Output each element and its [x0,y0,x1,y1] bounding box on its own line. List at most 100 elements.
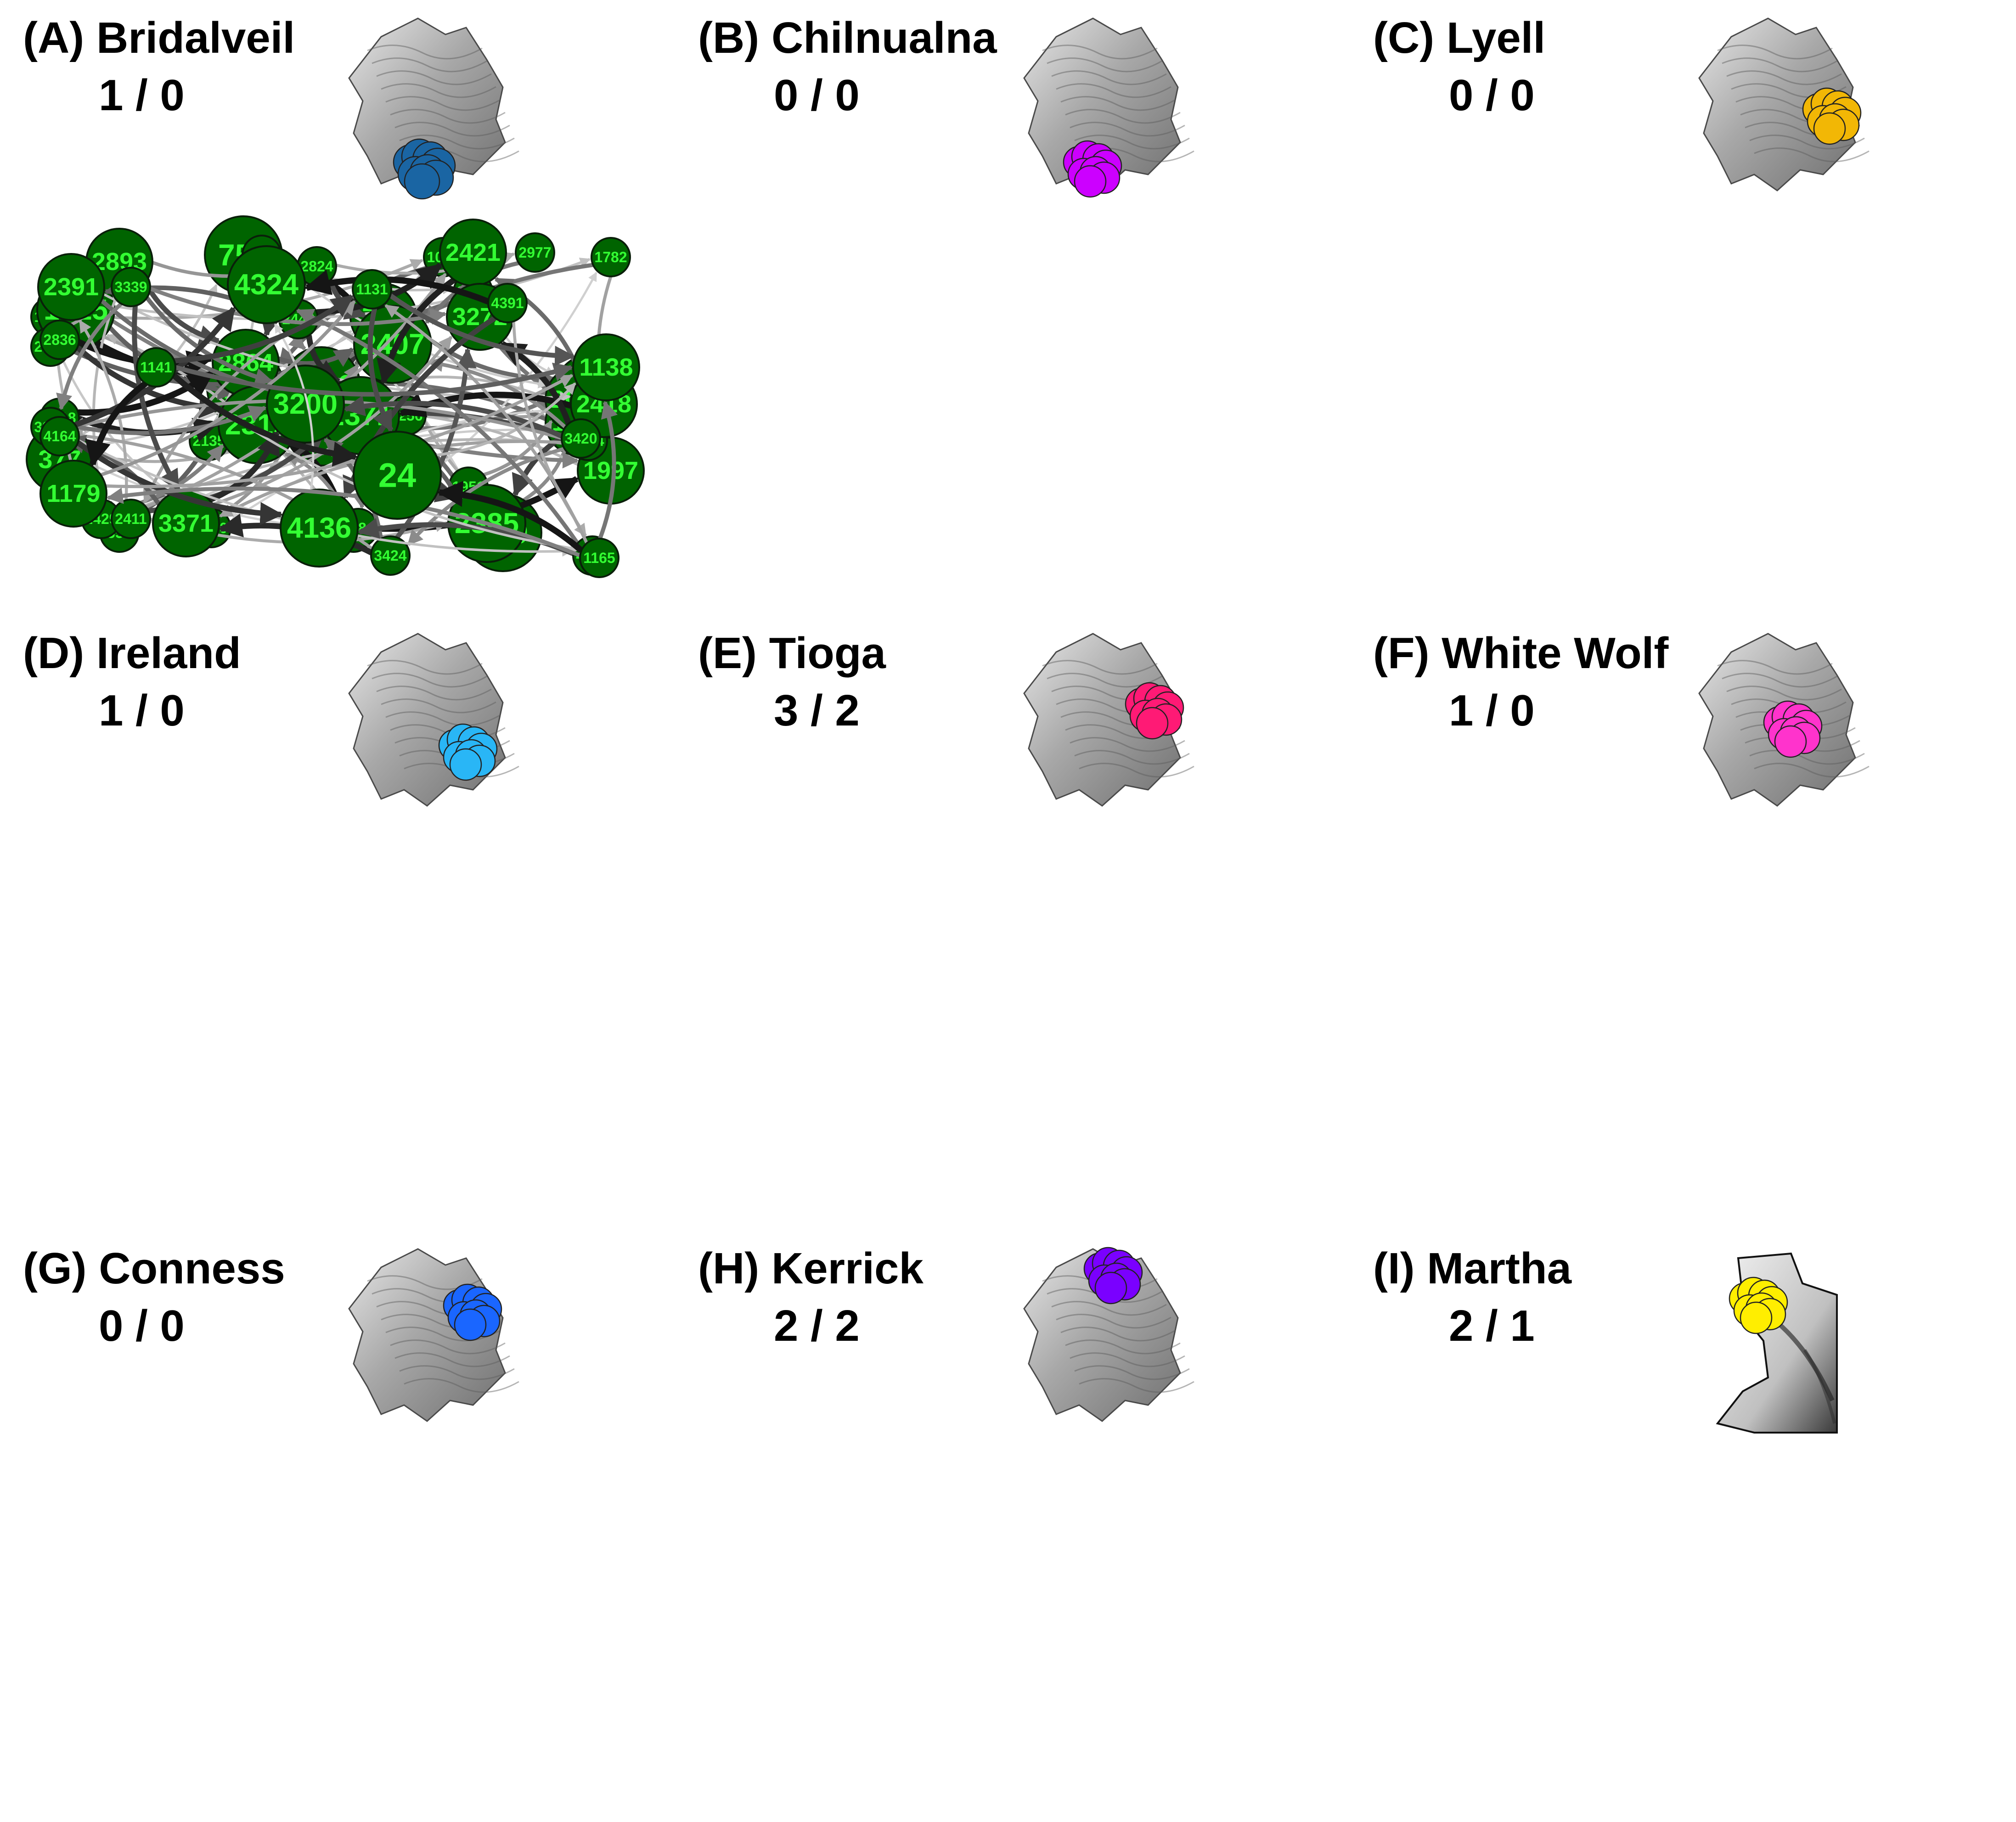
node-1141 [136,347,176,388]
node-label: 1141 [140,359,172,376]
node-3424 [370,535,411,576]
node-2411 [111,499,151,539]
panel-title: (I) Martha [1373,1244,1572,1293]
node-3339 [111,267,151,307]
node-label: 2391 [44,273,99,301]
site-dot [1136,707,1169,740]
node-4136 [280,489,359,568]
edge-4391-4324 [304,270,490,305]
node-label: 1138 [579,354,633,381]
watershed-map [1023,1248,1181,1422]
edge-1165-24 [436,481,584,553]
site-dot [404,163,440,200]
node-label: 1179 [46,480,100,507]
edge-1165-1138 [598,400,618,540]
site-dot [454,1308,487,1341]
network-edges [85,293,618,557]
node-1138 [572,333,640,401]
network-nodes: 1131 1141 1138 24 1179 1165 [39,269,640,578]
node-label: 2836 [43,332,76,348]
node-label: 2421 [445,239,501,266]
edge-4136-4324 [274,323,315,491]
node-label: 1997 [583,457,638,484]
panel-subtitle: 1 / 0 [99,71,185,120]
edge-24-1138 [436,382,576,457]
node-label: 2411 [115,511,146,527]
node-3200 [266,365,345,444]
node-4391 [487,283,528,323]
node-3420 [561,418,601,459]
node-label: 3424 [374,547,406,564]
panel-title: (C) Lyell [1373,13,1545,62]
site-dot [449,748,482,781]
node-label: 2977 [518,244,551,261]
node-2836 [39,320,80,360]
edge-1141-1179 [85,381,147,467]
node-label: 4391 [491,295,524,311]
node-label: 24 [378,456,416,495]
panel-title: (D) Ireland [23,629,241,678]
node-label: 1131 [356,281,388,298]
watershed-map [1716,1252,1838,1434]
panel-title: (A) Bridalveil [23,13,295,62]
node-1782 [591,237,631,277]
edge-2618-2864 [78,370,214,416]
edge-1141-1138 [175,362,574,397]
panel-title: (B) Chilnualna [698,13,997,62]
edge-1179-1131 [100,300,356,477]
node-2391 [37,253,105,321]
node-label: 1782 [594,249,627,265]
panel-i: (I) Martha 2 / 1 1131 1141 1138 24 1179 1165 [39,269,1838,1434]
panel-title: (E) Tioga [698,629,886,678]
network-nodes: 43244391416441364146 [39,245,613,576]
edge-1165-1179 [106,486,581,557]
node-label: 2824 [300,258,333,275]
panel-subtitle: 0 / 0 [1449,71,1535,120]
watershed-map [348,633,506,807]
panel-subtitle: 1 / 0 [1449,686,1535,735]
panel-subtitle: 1 / 0 [99,686,185,735]
site-dot [1774,725,1807,758]
node-4164 [39,416,80,456]
panel-title: (H) Kerrick [698,1244,924,1293]
edge-3339-3200 [145,296,274,386]
watershed-map [348,17,506,191]
edge-1141-24 [171,373,359,467]
node-label: 4136 [287,512,351,544]
edge-1131-24 [367,308,394,432]
watershed-map [1023,633,1181,807]
site-dot [1094,1271,1127,1305]
watershed-map [1698,17,1856,191]
edge-2443-2411 [143,332,287,504]
node-1165 [579,538,619,578]
node-label: 1165 [583,550,615,566]
edge-1141-1131 [174,294,354,364]
edge-3371-3200 [208,430,280,503]
edge-3339-3225 [56,302,123,411]
edge-2594-2407 [427,356,572,434]
node-label: 3339 [114,279,147,295]
node-label: 4164 [43,428,76,444]
node-1179 [39,460,107,528]
watershed-map [1023,17,1181,191]
edge-1131-1138 [389,293,575,366]
edge-4146-4324 [296,309,580,545]
node-1131 [352,269,392,309]
edge-3339-3272 [149,287,447,326]
node-2977 [515,232,555,273]
edge-3225-3200 [69,405,267,435]
panel-subtitle: 2 / 2 [774,1301,860,1350]
panel-subtitle: 2 / 1 [1449,1301,1535,1350]
node-label: 4324 [234,269,298,301]
panel-title: (F) White Wolf [1373,629,1669,678]
node-label: 3420 [564,430,597,447]
node-label: 3371 [158,510,214,537]
site-dot [1740,1301,1773,1334]
node-4324 [227,245,306,324]
node-24 [353,431,442,520]
panel-subtitle: 0 / 0 [99,1301,185,1350]
panel-title: (G) Conness [23,1244,285,1293]
site-dot [1074,165,1107,198]
